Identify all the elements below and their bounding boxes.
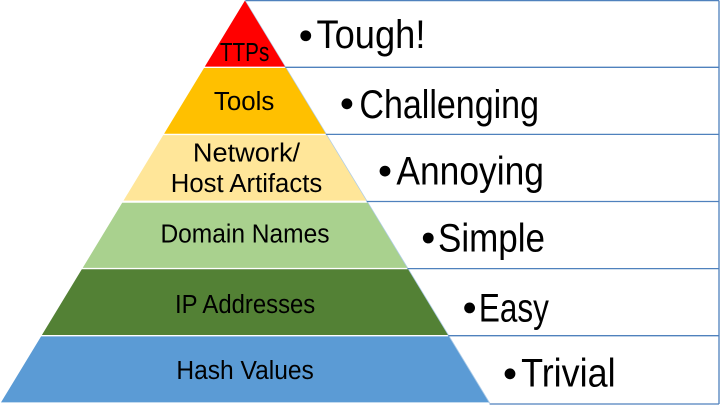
svg-text:Tools: Tools — [214, 88, 274, 116]
svg-text:Challenging: Challenging — [359, 83, 539, 127]
svg-text:Simple: Simple — [438, 216, 545, 260]
svg-text:Trivial: Trivial — [521, 352, 616, 396]
svg-text:IP Addresses: IP Addresses — [175, 291, 315, 319]
svg-text:Easy: Easy — [479, 287, 549, 331]
svg-text:Host Artifacts: Host Artifacts — [171, 170, 322, 198]
svg-text:Domain Names: Domain Names — [160, 221, 329, 249]
svg-text:TTPs: TTPs — [220, 39, 269, 67]
svg-text:Tough!: Tough! — [317, 13, 426, 57]
svg-text:Annoying: Annoying — [396, 149, 544, 193]
svg-text:Hash Values: Hash Values — [176, 357, 314, 385]
svg-text:Network/: Network/ — [193, 139, 301, 167]
